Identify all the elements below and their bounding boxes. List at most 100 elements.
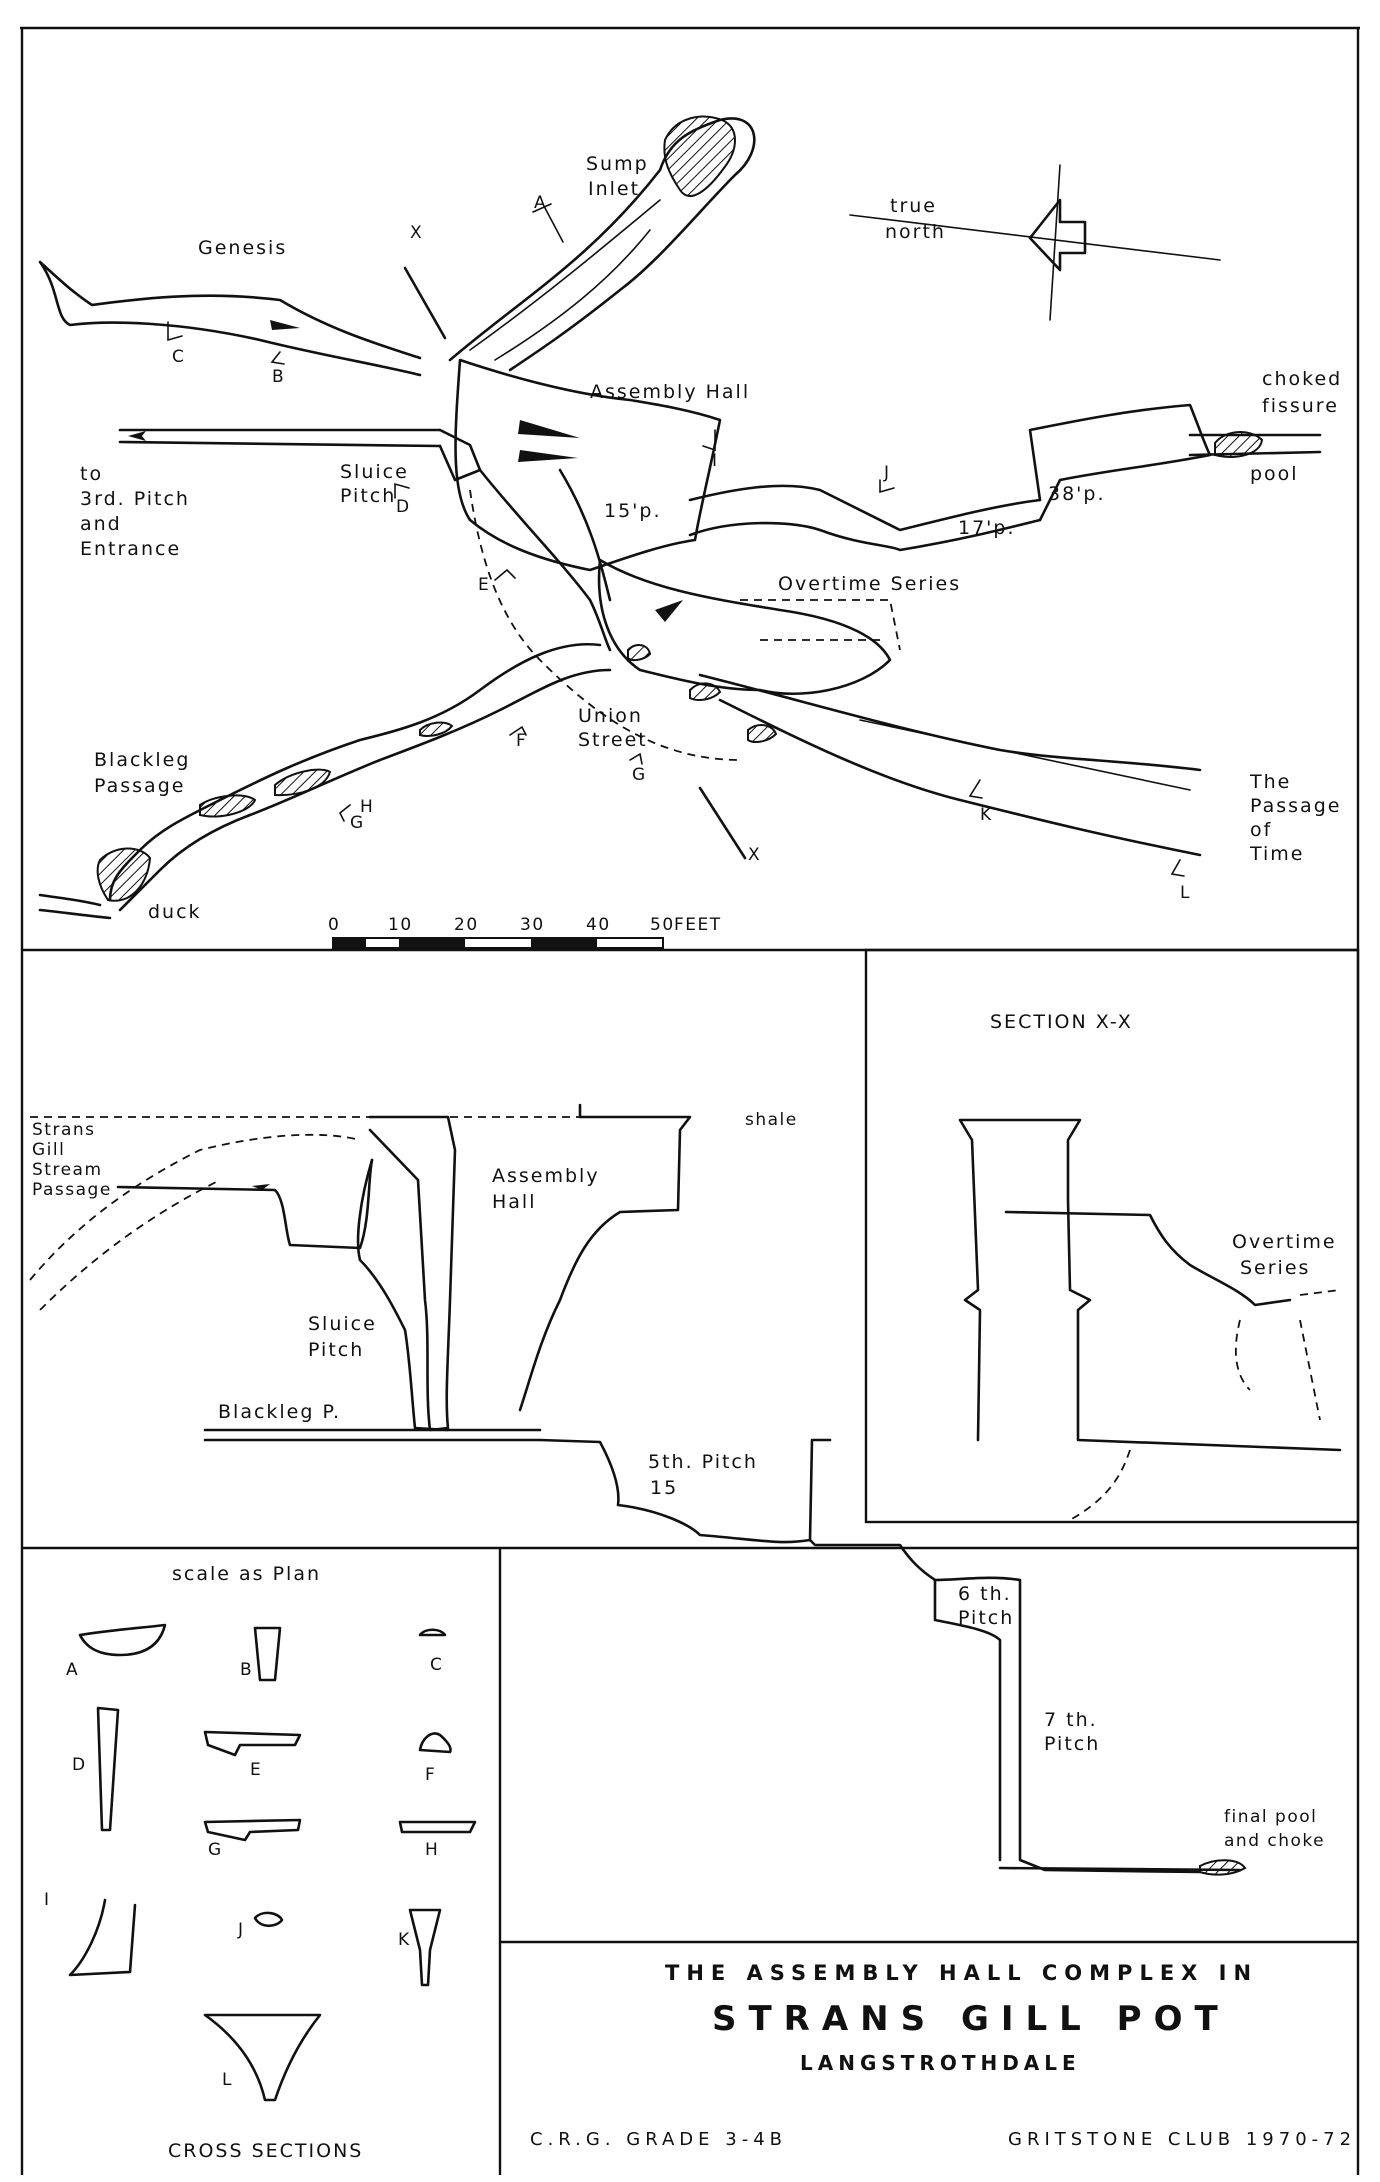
cross-sections: scale as Plan A B C D E F G H I J K L CR… — [44, 1563, 477, 2162]
blackleg-hatch-3 — [419, 721, 454, 737]
title-line-2: STRANS GILL POT — [712, 1999, 1230, 2039]
dashed-stream — [29, 1133, 361, 1281]
long-section: Strans Gill Stream Passage shale Assembl… — [29, 1103, 1324, 1876]
sump-inlet-passage — [448, 117, 756, 372]
label-time-4: Time — [1249, 843, 1305, 865]
cs-letter-d: D — [72, 1755, 87, 1775]
cs-shape-e — [203, 1730, 302, 1757]
label-sluice-2: Pitch — [340, 485, 396, 507]
cs-shape-k — [408, 1908, 442, 1987]
ls-final-1: final pool — [1224, 1807, 1317, 1827]
cs-caption: CROSS SECTIONS — [168, 2140, 363, 2162]
ls-seventh-2: Pitch — [1044, 1733, 1100, 1755]
cs-shape-f — [418, 1732, 452, 1754]
scale-tick-50: 50 — [650, 915, 675, 935]
scale-bar: 0 10 20 30 40 50 FEET — [328, 915, 722, 949]
label-choked-2: fissure — [1262, 395, 1339, 417]
title-block: THE ASSEMBLY HALL COMPLEX IN STRANS GILL… — [530, 1961, 1356, 2150]
sluice-shaft — [356, 1158, 450, 1432]
scale-tick-40: 40 — [586, 915, 611, 935]
label-time-1: The — [1249, 771, 1291, 793]
cs-letter-k: K — [398, 1930, 411, 1950]
duck-passage — [38, 893, 112, 920]
marker-d: D — [396, 497, 411, 517]
north-label-1: true — [890, 195, 937, 217]
marker-h: H — [360, 797, 374, 817]
union-hatch — [747, 724, 778, 743]
label-38p: 38'p. — [1048, 483, 1106, 505]
label-to-3rd-2: 3rd. Pitch — [80, 488, 190, 510]
title-grade: C.R.G. GRADE 3-4B — [530, 2129, 787, 2150]
cs-letter-j: J — [237, 1920, 245, 1940]
ls-sixth-1: 6 th. — [958, 1583, 1012, 1605]
cs-shape-c — [418, 1628, 447, 1637]
marker-c: C — [172, 347, 185, 367]
section-line-x-top — [403, 266, 447, 340]
north-arrow-icon — [1028, 198, 1087, 272]
pool-hatch — [1214, 431, 1264, 458]
cs-letter-f: F — [425, 1765, 436, 1785]
label-genesis: Genesis — [198, 237, 287, 259]
cs-letter-b: B — [240, 1660, 253, 1680]
cs-letter-l: L — [222, 2070, 233, 2090]
label-time-2: Passage — [1250, 795, 1341, 817]
label-to-3rd-1: to — [80, 463, 103, 485]
sluice-cluster — [438, 428, 482, 482]
plan-labels: Sump Inlet Genesis Assembly Hall to 3rd.… — [80, 153, 1342, 923]
cs-letter-c: C — [430, 1655, 443, 1675]
genesis-passage — [38, 260, 422, 377]
blackleg-floor — [203, 1428, 542, 1442]
label-choked-1: choked — [1262, 368, 1342, 390]
cs-letter-a: A — [66, 1660, 79, 1680]
duck-hatch — [96, 847, 152, 902]
ls-shale: shale — [745, 1110, 798, 1130]
section-marker-letters: A B C D E F G G H I J K L X X — [172, 193, 1191, 903]
label-sluice-1: Sluice — [340, 461, 409, 483]
xx-dashed — [1069, 1289, 1341, 1521]
section-x-x: SECTION X-X Overtime Series — [958, 1011, 1342, 1521]
ls-strans-3: Stream — [32, 1160, 103, 1180]
long-section-labels: Strans Gill Stream Passage shale Assembl… — [32, 1110, 1324, 1851]
marker-b: B — [272, 367, 285, 387]
label-union-2: Street — [578, 729, 648, 751]
ls-strans-1: Strans — [32, 1120, 96, 1140]
blackleg-hatch-1 — [199, 794, 257, 818]
label-blackleg-2: Passage — [94, 775, 185, 797]
cs-shape-j — [253, 1911, 284, 1928]
north-label-2: north — [885, 221, 946, 243]
label-sump-2: Inlet — [588, 178, 640, 200]
dashed-stream-2 — [39, 1179, 221, 1311]
ls-strans-4: Passage — [32, 1180, 112, 1200]
label-17p: 17'p. — [958, 517, 1016, 539]
title-line-3: LANGSTROTHDALE — [800, 2051, 1081, 2075]
cs-shape-d — [96, 1706, 120, 1832]
title-club: GRITSTONE CLUB 1970-72 — [1008, 2129, 1356, 2150]
scale-unit: FEET — [674, 915, 722, 935]
section-marker-ticks — [167, 203, 1185, 877]
stream-to-third-pitch — [118, 428, 442, 448]
hall-right — [518, 1103, 692, 1412]
stream-arrow-long — [252, 1184, 270, 1190]
marker-j: J — [883, 463, 891, 483]
passage-time-hatch — [689, 682, 722, 701]
label-to-3rd-3: and — [80, 513, 122, 535]
hall-top — [368, 1115, 457, 1432]
marker-f: F — [516, 731, 527, 751]
cs-letter-i: I — [44, 1890, 51, 1910]
assembly-arrow-1 — [518, 420, 580, 438]
stream-passage — [116, 1158, 374, 1250]
cs-shape-l — [203, 2013, 322, 2102]
passage-of-time — [698, 673, 1202, 857]
section-line-x-bottom — [698, 786, 747, 860]
scale-tick-0: 0 — [328, 915, 340, 935]
title-line-1: THE ASSEMBLY HALL COMPLEX IN — [665, 1961, 1258, 1985]
sump-hatch — [663, 115, 736, 197]
plan-view: true north Sump Inlet Genesis Assembly H… — [38, 115, 1342, 949]
seventh-pitch-left — [933, 1578, 1002, 1862]
label-to-3rd-4: Entrance — [80, 538, 181, 560]
cs-shape-b — [253, 1626, 282, 1682]
overtime-complex — [597, 558, 892, 696]
ls-fifth-2: 15 — [650, 1477, 678, 1499]
marker-l: L — [1180, 883, 1191, 903]
